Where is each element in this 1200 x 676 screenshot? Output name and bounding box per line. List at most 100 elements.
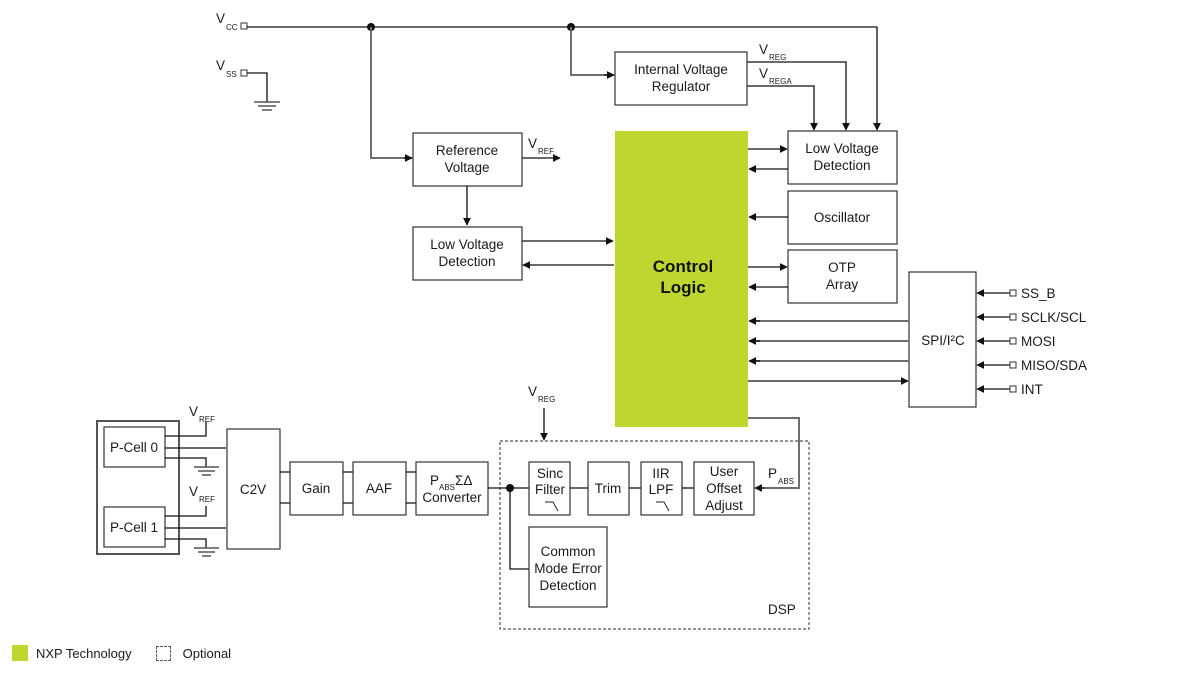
svg-text:Internal Voltage: Internal Voltage xyxy=(634,62,728,77)
vreg-wire xyxy=(747,61,850,131)
otp-array-block: OTP Array xyxy=(787,249,898,304)
pabs-feedback-wire xyxy=(748,417,800,489)
legend: NXP Technology Optional xyxy=(12,645,231,661)
spi-pin-label: SS_B xyxy=(1021,286,1056,301)
svg-text:LPF: LPF xyxy=(649,482,674,497)
svg-text:P-Cell 1: P-Cell 1 xyxy=(110,520,158,535)
spi-pin-sclk-scl: SCLK/SCL xyxy=(976,310,1087,325)
oscillator-block: Oscillator xyxy=(787,190,898,245)
vref-sub: REF xyxy=(538,147,554,156)
svg-text:SPI/I²C: SPI/I²C xyxy=(921,333,965,348)
svg-text:REG: REG xyxy=(538,395,555,404)
svg-text:Trim: Trim xyxy=(595,481,622,496)
svg-text:IIR: IIR xyxy=(652,466,670,481)
dsp-optional-region xyxy=(499,440,810,630)
svg-text:Sinc: Sinc xyxy=(537,466,564,481)
vreg-dsp-label: V xyxy=(528,384,537,399)
svg-text:Gain: Gain xyxy=(302,481,331,496)
vss-sub: SS xyxy=(226,70,237,79)
spi-pin-ss-b: SS_B xyxy=(976,286,1056,301)
svg-text:Reference: Reference xyxy=(436,143,498,158)
vcc-pin: V CC xyxy=(216,11,248,32)
svg-text:Array: Array xyxy=(826,277,859,292)
svg-text:Regulator: Regulator xyxy=(652,79,711,94)
svg-text:REF: REF xyxy=(199,415,215,424)
svg-text:Common: Common xyxy=(541,544,596,559)
vcc-sub: CC xyxy=(226,23,238,32)
vreg-sub: REG xyxy=(769,53,786,62)
svg-text:User: User xyxy=(710,464,739,479)
pabs-label: P xyxy=(768,466,777,481)
p-cell-group: P-Cell 0 P-Cell 1 xyxy=(96,420,180,555)
svg-text:Voltage: Voltage xyxy=(444,160,489,175)
vrega-label: V xyxy=(759,66,768,81)
vcc-to-reg-wire xyxy=(570,27,614,76)
trim-block: Trim xyxy=(587,461,630,516)
p-cell-1-block xyxy=(103,506,166,548)
pin-square xyxy=(1009,289,1017,297)
legend-optional: Optional xyxy=(182,645,232,661)
spi-pin-miso-sda: MISO/SDA xyxy=(976,358,1087,373)
spi-pin-mosi: MOSI xyxy=(976,334,1056,349)
gain-block: Gain xyxy=(289,461,344,516)
svg-text:Low Voltage: Low Voltage xyxy=(430,237,504,252)
vcc-to-ref-wire xyxy=(370,27,412,159)
vcc-label: V xyxy=(216,11,225,26)
control-logic-block: Control Logic xyxy=(615,131,748,427)
svg-text:Detection: Detection xyxy=(539,578,596,593)
optional-swatch xyxy=(155,645,171,661)
svg-text:ABS: ABS xyxy=(778,477,794,486)
ground-icon xyxy=(194,547,219,557)
user-offset-adjust-block: User Offset Adjust xyxy=(693,461,755,516)
spi-pin-list: SS_B SCLK/SCL MOSI MISO/SDA INT xyxy=(976,286,1087,397)
svg-text:P: P xyxy=(430,473,439,488)
vss-pin: V SS xyxy=(216,58,280,111)
vrega-wire xyxy=(747,85,818,131)
svg-text:Detection: Detection xyxy=(438,254,495,269)
vcc-bus xyxy=(247,26,881,131)
vss-wire xyxy=(247,72,268,102)
aaf-block: AAF xyxy=(352,461,407,516)
svg-text:Oscillator: Oscillator xyxy=(814,210,871,225)
svg-text:ΣΔ: ΣΔ xyxy=(455,473,472,488)
vss-label: V xyxy=(216,58,225,73)
svg-text:REF: REF xyxy=(199,495,215,504)
svg-text:Offset: Offset xyxy=(706,481,742,496)
vref-cell1-label: V xyxy=(189,484,198,499)
svg-text:Detection: Detection xyxy=(813,158,870,173)
svg-text:Control: Control xyxy=(653,257,713,276)
vref-label: V xyxy=(528,136,537,151)
svg-text:ABS: ABS xyxy=(439,483,455,492)
low-voltage-detection-left-block: Low Voltage Detection xyxy=(412,226,523,281)
svg-text:Adjust: Adjust xyxy=(705,498,743,513)
spi-pin-label: INT xyxy=(1021,382,1043,397)
svg-text:Logic: Logic xyxy=(660,278,705,297)
legend-nxp-technology: NXP Technology xyxy=(36,645,132,661)
low-voltage-detection-right-block: Low Voltage Detection xyxy=(787,130,898,185)
svg-text:Filter: Filter xyxy=(535,482,566,497)
sinc-filter-block: Sinc Filter xyxy=(528,461,571,516)
svg-text:Mode Error: Mode Error xyxy=(534,561,602,576)
nxp-technology-swatch xyxy=(12,645,28,661)
lowpass-icon xyxy=(545,501,559,512)
pin-square xyxy=(1009,313,1017,321)
vref-cell0-label: V xyxy=(189,404,198,419)
reference-voltage-block: Reference Voltage xyxy=(412,132,523,187)
ground-icon xyxy=(194,466,219,476)
pin-square xyxy=(1009,361,1017,369)
svg-text:C2V: C2V xyxy=(240,482,266,497)
dsp-label: DSP xyxy=(768,602,796,617)
pin-square xyxy=(1009,337,1017,345)
svg-text:Low Voltage: Low Voltage xyxy=(805,141,879,156)
spi-pin-label: MISO/SDA xyxy=(1021,358,1087,373)
pin-square xyxy=(1009,385,1017,393)
spi-pin-int: INT xyxy=(976,382,1043,397)
vrega-sub: REGA xyxy=(769,77,792,86)
vcc-pin-square xyxy=(240,22,248,30)
lowpass-icon xyxy=(656,501,670,512)
pabs-sigma-delta-converter-block: P ABS ΣΔ Converter xyxy=(415,461,489,516)
spi-i2c-block: SPI/I²C xyxy=(908,271,977,408)
spi-pin-label: MOSI xyxy=(1021,334,1056,349)
spi-pin-label: SCLK/SCL xyxy=(1021,310,1087,325)
